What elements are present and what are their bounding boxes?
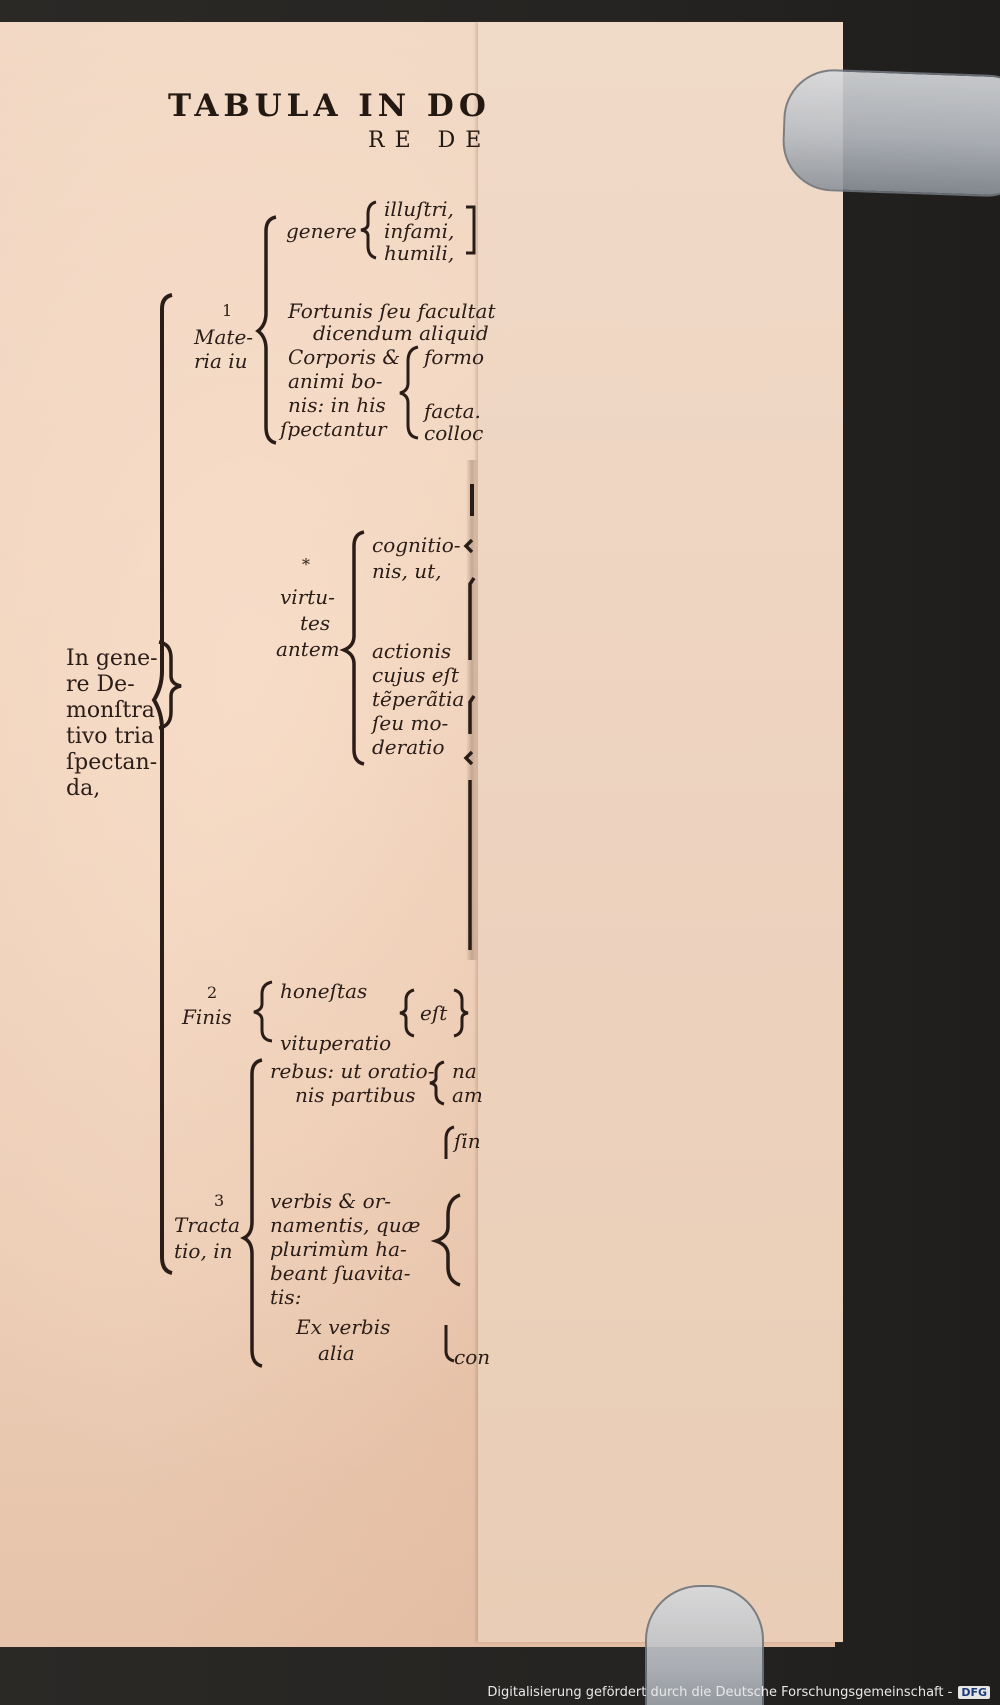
genere-label: genere (286, 219, 357, 243)
corporis-line: ſpectantur (280, 417, 387, 441)
root-label-line: tivo tria (66, 724, 155, 749)
root-label-brace (158, 640, 182, 730)
rebus-option: am (452, 1083, 483, 1107)
tractatio-brace (240, 1058, 263, 1368)
page-subtitle: RE DE (368, 128, 492, 153)
verbis-line: plurimùm ha- (270, 1237, 407, 1261)
actionis-line: tẽperãtia (372, 687, 465, 711)
genere-option: infami, (384, 219, 455, 243)
root-label-line: re De- (66, 672, 135, 697)
rebus-brace (429, 1060, 445, 1106)
virtutes-brace (339, 530, 365, 766)
genere-option: illuſtri, (384, 197, 454, 221)
root-label-line: In gene- (66, 646, 158, 671)
rebus-option: na (452, 1059, 477, 1083)
glass-clip-bottom (645, 1585, 764, 1705)
tractatio-number: 3 (214, 1191, 225, 1210)
actionis-line: deratio (372, 735, 445, 759)
verbis-line: tis: (270, 1285, 302, 1309)
verbis-line: namentis, quæ (270, 1213, 421, 1237)
root-label-line: ſpectan- (66, 750, 158, 775)
rebus-line: rebus: ut oratio- (270, 1059, 435, 1083)
genere-brace (360, 200, 377, 260)
corporis-line: nis: in his (288, 393, 386, 417)
verbis-line: Ex verbis (296, 1315, 391, 1339)
materia-label-line: Mate- (194, 325, 254, 349)
materia-number: 1 (222, 301, 233, 320)
verbis-line: verbis & or- (270, 1189, 392, 1213)
finis-est: eſt (420, 1001, 448, 1025)
fortunis-line: dicendum aliquid (313, 321, 489, 345)
root-curly-brace (151, 293, 173, 1275)
finis-est-braces (399, 988, 469, 1038)
root-label-line: da, (66, 776, 101, 801)
virtutes-label-line: tes (300, 611, 331, 635)
verbis-line: alia (318, 1341, 355, 1365)
verbis-line: beant ſuavita- (270, 1261, 411, 1285)
finis-option: vituperatio (280, 1031, 392, 1055)
tractatio-label-line: tio, in (174, 1239, 233, 1263)
verbis-option: ſin (454, 1129, 481, 1153)
corporis-option: formo (424, 345, 485, 369)
footer-text: Digitalisierung gefördert durch die Deut… (487, 1684, 953, 1700)
materia-label-line: ria iu (194, 349, 248, 373)
materia-brace (255, 215, 277, 445)
actionis-line: cujus eſt (372, 663, 460, 687)
overlapping-paper-sheet (478, 22, 843, 1642)
cognitionis-line: cognitio- (372, 533, 461, 557)
fortunis-line: Fortunis ſeu facultat (288, 299, 496, 323)
rebus-line: nis partibus (295, 1083, 416, 1107)
virtutes-label-line: antem (276, 637, 340, 661)
corporis-line: animi bo- (288, 369, 383, 393)
dfg-footer: Digitalisierung gefördert durch die Deut… (487, 1683, 990, 1701)
verbis-brace (430, 1125, 461, 1363)
finis-number: 2 (207, 983, 218, 1002)
genere-close-bracket (466, 205, 476, 255)
cut-off-braces (463, 484, 476, 950)
verbis-option: con (454, 1345, 491, 1369)
virtutes-asterisk: * (302, 555, 310, 574)
corporis-option: facta. (424, 399, 481, 423)
virtutes-label-line: virtu- (280, 585, 335, 609)
finis-label: Finis (182, 1005, 232, 1029)
root-label-line: monſtra (66, 698, 155, 723)
corporis-brace (399, 345, 419, 440)
corporis-option: colloc (424, 421, 484, 445)
finis-brace (253, 980, 273, 1043)
finis-option: honeſtas (280, 979, 368, 1003)
actionis-line: ſeu mo- (372, 711, 449, 735)
actionis-line: actionis (372, 639, 452, 663)
tractatio-label-line: Tracta (174, 1213, 240, 1237)
glass-clip-top (780, 67, 1000, 199)
genere-option: humili, (384, 241, 455, 265)
dfg-logo: DFG (958, 1685, 990, 1699)
page-title: TABULA IN DO (168, 88, 491, 124)
cognitionis-line: nis, ut, (372, 559, 442, 583)
corporis-line: Corporis & (288, 345, 401, 369)
